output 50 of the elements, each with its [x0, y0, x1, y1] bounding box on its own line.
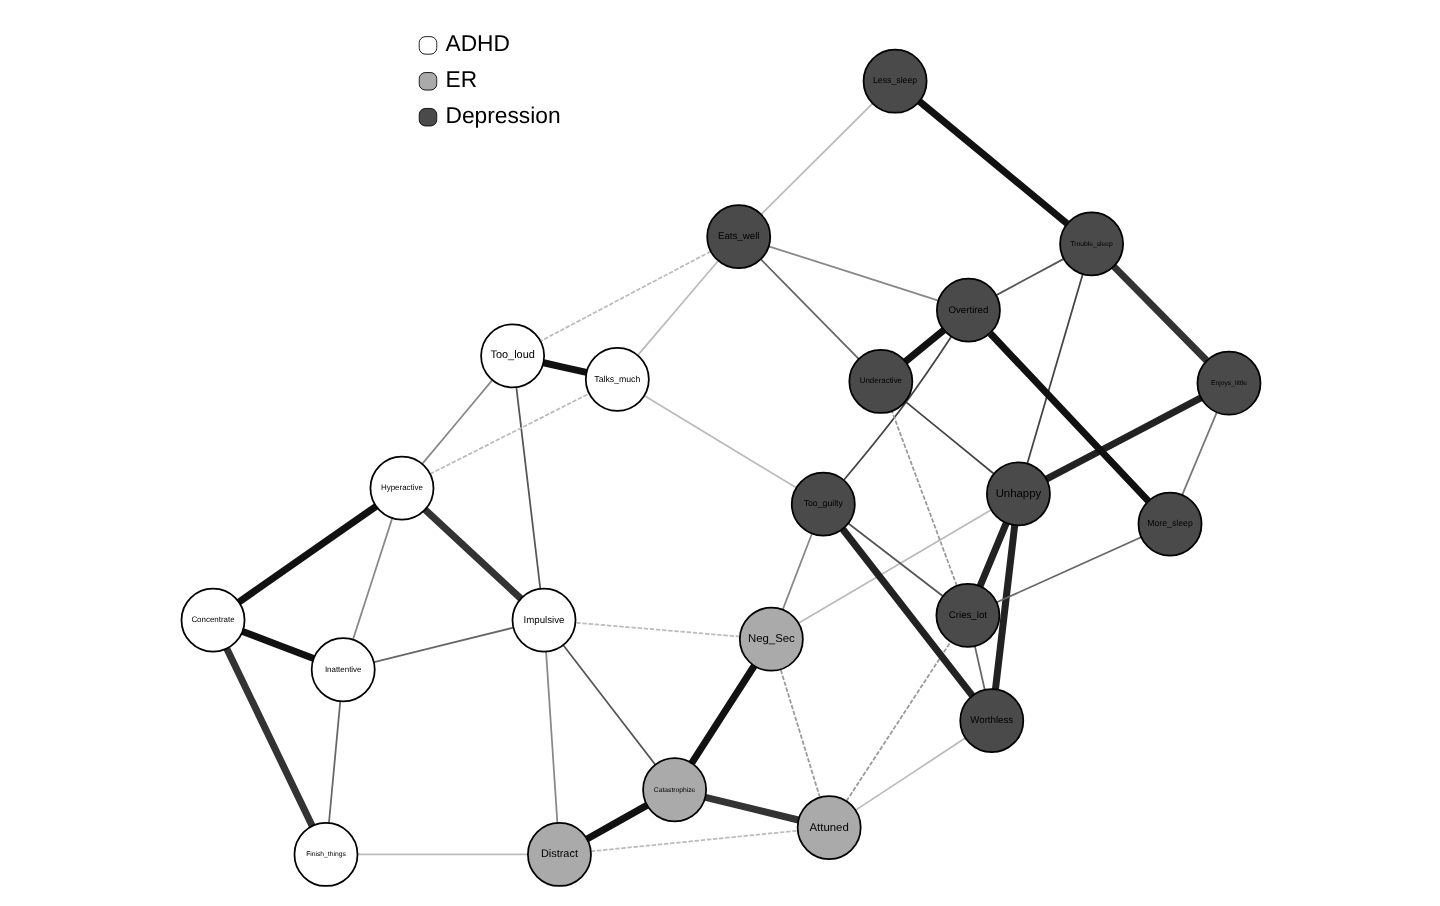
connector: [975, 521, 1009, 588]
connector: [421, 507, 523, 602]
connector: [995, 536, 1141, 604]
connector: [703, 793, 799, 824]
connector: [544, 650, 558, 824]
connector: [636, 259, 719, 357]
connector: [903, 400, 994, 475]
connector: [539, 250, 711, 342]
connector: [222, 647, 315, 828]
legend-label: Depression: [444, 104, 560, 129]
connector: [846, 522, 943, 597]
connector: [235, 503, 378, 605]
connector: [589, 829, 798, 853]
connector: [853, 737, 966, 811]
connector: [759, 258, 859, 360]
connector: [841, 336, 951, 481]
legend-label: ER: [444, 68, 477, 93]
connector: [428, 392, 590, 475]
connector: [240, 628, 314, 662]
connector: [839, 527, 974, 698]
connector: [351, 517, 393, 641]
connector: [759, 102, 873, 216]
connector: [687, 663, 757, 766]
connector: [973, 645, 985, 691]
connector: [355, 853, 528, 856]
connector: [573, 621, 740, 638]
connector: [642, 394, 796, 489]
connector: [916, 98, 1069, 227]
connector: [994, 258, 1064, 297]
connector: [584, 802, 648, 843]
connector: [1043, 394, 1202, 483]
connector: [1110, 263, 1209, 363]
connector: [327, 700, 341, 824]
connector: [780, 532, 812, 611]
connector: [1180, 411, 1217, 496]
legend-label: ADHD: [444, 32, 509, 57]
connector: [372, 626, 514, 663]
connector: [420, 379, 493, 465]
connector: [986, 331, 1150, 504]
connector: [778, 668, 820, 799]
connector: [844, 640, 951, 802]
connector: [766, 245, 939, 302]
connector: [890, 410, 957, 587]
connector: [514, 386, 541, 590]
connector: [1025, 273, 1083, 465]
connector: [541, 359, 587, 376]
connector: [902, 327, 945, 365]
connector: [796, 509, 991, 624]
connector: [990, 524, 1018, 690]
connector: [561, 644, 656, 766]
